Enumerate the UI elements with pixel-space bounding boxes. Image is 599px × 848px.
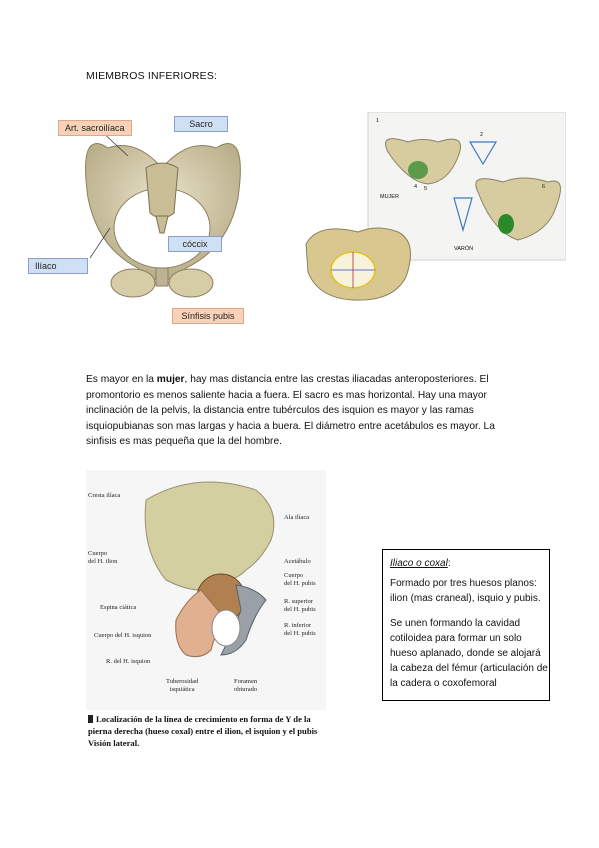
caption-marker-icon (88, 715, 93, 723)
page-heading: MIEMBROS INFERIORES: (86, 70, 218, 82)
label-number-1: 1 (376, 118, 380, 124)
label-cresta-iliaca: Cresta ilíaca (88, 492, 121, 499)
figure-caption: Localización de la línea de crecimiento … (88, 713, 333, 749)
label-number-4: 4 (414, 184, 418, 190)
label-acetabulo: Acetábulo (284, 558, 311, 565)
hip-bone-illustration (86, 470, 326, 710)
hip-bone-figure: Cresta ilíaca Ala ilíaca Cuerpo del H. i… (86, 470, 326, 710)
label-sinfisis-pubis: Sínfisis pubis (172, 308, 244, 324)
label-ala-iliaca: Ala ilíaca (284, 514, 310, 521)
description-paragraph: Es mayor en la mujer, hay mas distancia … (86, 372, 506, 450)
label-number-5: 5 (424, 186, 428, 192)
label-number-2: 2 (480, 132, 484, 138)
pelvis-front-figure: Art. sacroilíaca Sacro cóccix Ilíaco Sín… (28, 108, 296, 336)
info-box-paragraph-2: Se unen formando la cavidad cotiloidea p… (390, 618, 548, 689)
label-sacro: Sacro (174, 116, 228, 132)
label-mujer: MUJER (380, 194, 399, 200)
info-box: Iliaco o coxal: Formado por tres huesos … (382, 549, 550, 701)
paragraph-text-start: Es mayor en la (86, 374, 157, 385)
caption-text: Localización de la línea de crecimiento … (88, 714, 318, 748)
pelvis-comparison-illustration (305, 111, 567, 301)
label-art-sacroiliaca: Art. sacroilíaca (58, 120, 132, 136)
label-foramen: Foramen obturado (234, 678, 258, 693)
pelvis-comparison-figure: MUJER VARÓN 1 2 4 5 6 (298, 111, 567, 304)
label-iliaco: Ilíaco (28, 258, 88, 274)
label-cuerpo-isquion: Cuerpo del H. isquion (94, 632, 152, 639)
label-r-superior-pubis: R. superior del H. pubis (284, 598, 316, 613)
label-r-inferior-pubis: R. inferior del H. pubis (284, 622, 316, 637)
label-r-isquion: R. del H. isquion (106, 658, 151, 665)
info-box-title-text: Iliaco o coxal (390, 558, 448, 569)
info-box-title: Iliaco o coxal: (390, 558, 451, 569)
label-espina-ciatica: Espina ciática (100, 604, 137, 611)
paragraph-text-rest: , hay mas distancia entre las crestas il… (86, 374, 495, 448)
info-box-title-colon: : (447, 558, 451, 569)
label-coccix: cóccix (168, 236, 222, 252)
paragraph-bold-word: mujer (156, 374, 185, 385)
label-varon: VARÓN (454, 246, 474, 252)
info-box-paragraph-1: Formado por tres huesos planos: ilion (m… (390, 578, 541, 604)
label-tuberosidad: Tuberosidad isquiática (166, 678, 199, 693)
label-cuerpo-pubis: Cuerpo del H. pubis (284, 572, 316, 587)
label-cuerpo-ilion: Cuerpo del H. ilion (88, 550, 118, 565)
pelvis-front-illustration (85, 129, 241, 298)
label-number-6: 6 (542, 184, 546, 190)
